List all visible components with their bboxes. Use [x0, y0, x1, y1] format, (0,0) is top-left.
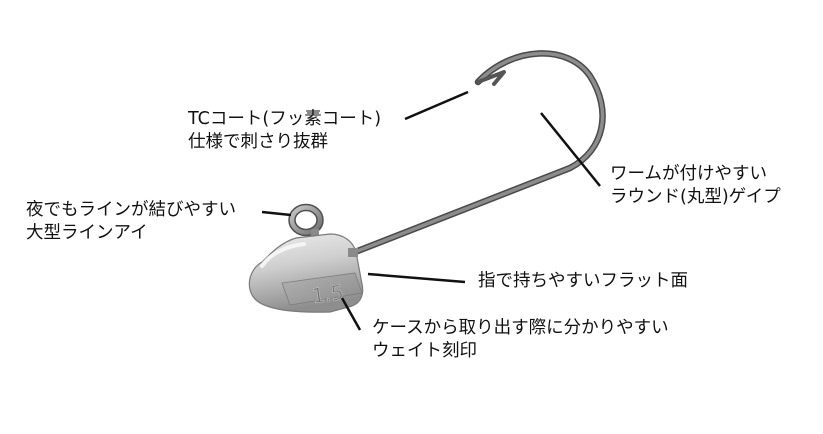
- hook-barb: [476, 70, 506, 86]
- callout-weight-line-1: ケースから取り出す際に分かりやすい: [372, 318, 669, 338]
- leader-line-eye: [261, 210, 292, 217]
- callout-bend: ワームが付けやすい ラウンド(丸型)ゲイプ: [610, 163, 781, 209]
- leader-line-point: [404, 90, 469, 121]
- callout-weight-line-2: ウェイト刻印: [372, 341, 477, 361]
- callout-flat: 指で持ちやすいフラット面: [478, 270, 688, 293]
- weight-mark: 1.5: [310, 280, 345, 308]
- callout-eye-line-1: 夜でもラインが結びやすい: [26, 200, 236, 220]
- callout-bend-line-2: ラウンド(丸型)ゲイプ: [610, 187, 781, 207]
- leader-line-flat: [367, 272, 466, 284]
- callout-eye-line-2: 大型ラインアイ: [26, 223, 148, 243]
- callout-weight: ケースから取り出す際に分かりやすい ウェイト刻印: [372, 317, 669, 363]
- leader-line-bend: [540, 112, 601, 187]
- flat-face: [281, 272, 363, 306]
- callout-point-line-1: TCコート(フッ素コート): [188, 109, 382, 129]
- callout-point-line-2: 仕様で刺さり抜群: [188, 132, 328, 152]
- callout-flat-line-1: 指で持ちやすいフラット面: [478, 271, 688, 291]
- leader-line-weight: [340, 297, 362, 331]
- callout-eye: 夜でもラインが結びやすい 大型ラインアイ: [26, 199, 236, 245]
- callout-point: TCコート(フッ素コート) 仕様で刺さり抜群: [188, 108, 381, 154]
- callout-bend-line-1: ワームが付けやすい: [610, 164, 767, 184]
